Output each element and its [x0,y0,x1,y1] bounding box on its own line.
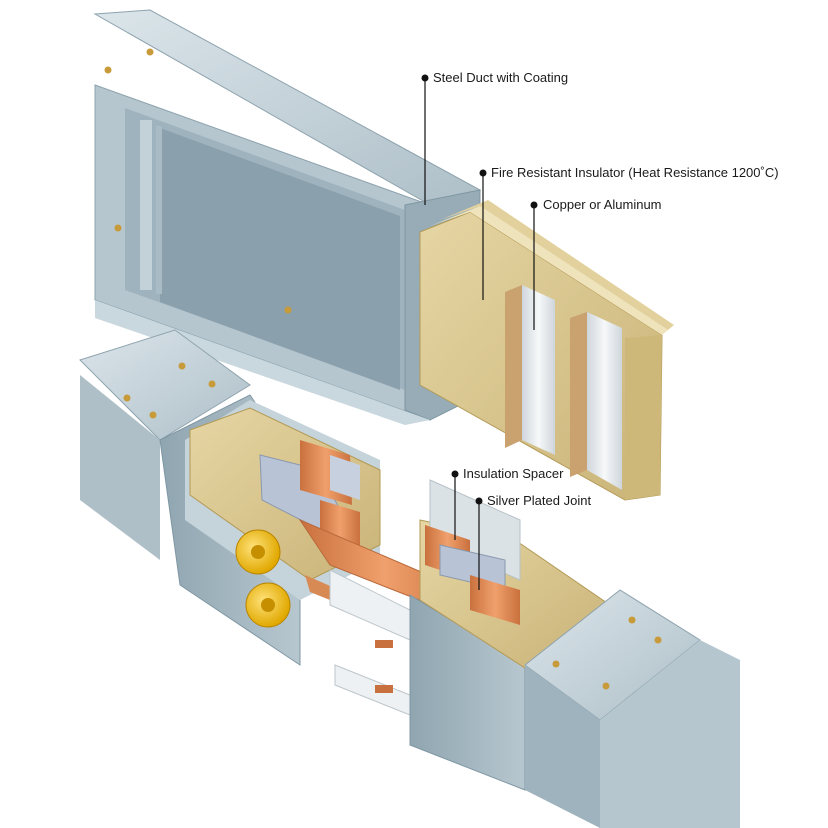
upper-duct-bottom-flange [95,300,430,425]
mounting-hole [146,48,154,56]
conductor-stripe-silver [587,312,622,490]
mounting-hole [628,616,636,624]
lower-left-duct-top [79,329,251,441]
leader-dot [475,497,483,505]
bolt-center [261,598,275,612]
right-spacer-sheet [429,479,521,581]
mounting-hole [654,636,662,644]
mounting-hole [602,682,610,690]
conductor-stripe-copper [570,312,587,477]
callouts [421,74,538,590]
spacer-slot [375,685,393,693]
mounting-hole [123,394,131,402]
insulator-layer-edge [430,206,668,335]
leader-dot [530,201,538,209]
mounting-hole [284,306,292,314]
leader-dot [421,74,429,82]
mounting-hole [114,224,122,232]
bolt-center [251,545,265,559]
insulator-layer-edge [625,335,662,500]
mounting-hole [552,660,560,668]
spacer-plate [334,664,411,716]
right-copper-spacer [470,575,520,625]
conductor-stripe-copper [505,285,522,448]
lower-right-duct-side [600,640,740,828]
label-silver-joint: Silver Plated Joint [487,493,591,508]
spacer-slot [375,640,393,648]
upper-duct-rib [140,120,152,290]
conductor-stripe-silver [522,285,555,455]
leader-dot [479,169,487,177]
lower-right-duct-body [525,665,600,828]
lower-left-duct-body [80,375,160,560]
label-insulation-spacer: Insulation Spacer [463,466,564,481]
mounting-hole [208,380,216,388]
upper-busway-section [93,9,674,501]
left-silver-joint [330,455,360,500]
label-steel-duct: Steel Duct with Coating [433,70,568,85]
mounting-hole [149,411,157,419]
lower-joint-section [79,329,740,828]
mounting-hole [178,362,186,370]
label-fire-insulator: Fire Resistant Insulator (Heat Resistanc… [491,165,779,180]
label-conductor: Copper or Aluminum [543,197,662,212]
upper-duct-recess-shadow [160,128,400,390]
leader-dot [451,470,459,478]
upper-duct-rib [156,126,162,294]
mounting-hole [104,66,112,74]
insulator-layer-edge [440,200,674,330]
